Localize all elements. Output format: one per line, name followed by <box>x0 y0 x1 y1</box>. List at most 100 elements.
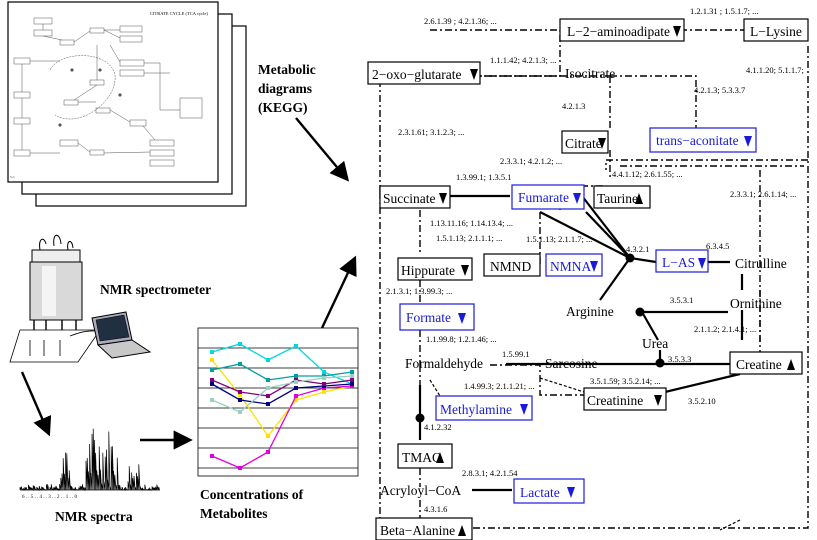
arrow-kegg-to-network <box>295 117 350 182</box>
svg-text:3.5.3.1: 3.5.3.1 <box>670 295 693 305</box>
concentration-marker <box>266 394 270 398</box>
concentration-marker <box>322 376 326 380</box>
svg-text:Beta−Alanine: Beta−Alanine <box>380 523 455 538</box>
svg-text:Taurine: Taurine <box>597 191 638 206</box>
svg-text:1.5.1.13; 2.1.1.1; ...: 1.5.1.13; 2.1.1.1; ... <box>436 233 502 243</box>
concentration-marker <box>238 466 242 470</box>
node-creatinine: Creatinine <box>583 387 667 411</box>
svg-text:3.5.3.3: 3.5.3.3 <box>668 354 691 364</box>
node-succinate: Succinate <box>379 185 451 209</box>
concentration-marker <box>350 370 354 374</box>
enzyme-labels: 2.6.1.39 ; 4.2.1.36; ... 1.2.1.31 ; 1.5.… <box>386 6 804 514</box>
concentration-marker <box>238 390 242 394</box>
svg-text:6 . . 5 . . 4 . . 3 . . 2 . .: 6 . . 5 . . 4 . . 3 . . 2 . . 1 . . 0 <box>22 495 78 500</box>
concentration-marker <box>210 378 214 382</box>
concentration-marker <box>294 374 298 378</box>
svg-text:1.1.99.8; 1.2.1.46; ...: 1.1.99.8; 1.2.1.46; ... <box>426 334 497 344</box>
svg-text:1.4.99.3; 2.1.1.21; ...: 1.4.99.3; 2.1.1.21; ... <box>464 381 535 391</box>
node-oxoglutarate: 2−oxo−glutarate <box>367 61 481 85</box>
concentration-marker <box>210 454 214 458</box>
svg-text:1.5.99.1: 1.5.99.1 <box>502 349 530 359</box>
node-taurine: Taurine <box>593 185 651 209</box>
svg-text:1.2.1.31 ; 1.5.1.7; ...: 1.2.1.31 ; 1.5.1.7; ... <box>690 6 758 16</box>
svg-text:Sci.: Sci. <box>10 175 15 179</box>
nmr-spectrometer-illustration <box>9 234 152 363</box>
node-acryloylcoa: Acryloyl−CoA <box>380 483 461 498</box>
concentration-marker <box>266 358 270 362</box>
arrow-spectrometer-to-spectra <box>20 371 52 437</box>
arrow-concentrations-to-network <box>320 255 357 329</box>
svg-text:L−AS: L−AS <box>662 255 695 270</box>
concentration-trace <box>211 363 353 381</box>
svg-text:4.3.1.6: 4.3.1.6 <box>424 504 447 514</box>
concentration-marker <box>294 344 298 348</box>
concentration-trace <box>211 383 353 405</box>
svg-text:Fumarate: Fumarate <box>518 190 569 205</box>
svg-text:4.4.1.12; 2.6.1.55; ...: 4.4.1.12; 2.6.1.55; ... <box>612 169 683 179</box>
node-tmao: TMAO <box>397 443 453 469</box>
concentration-marker <box>350 382 354 386</box>
flow-arrows <box>20 117 357 450</box>
svg-text:Creatine: Creatine <box>736 357 782 372</box>
concentration-marker <box>210 350 214 354</box>
concentration-marker <box>238 342 242 346</box>
concentration-marker <box>322 382 326 386</box>
svg-text:Methylamine: Methylamine <box>440 402 512 417</box>
node-sarcosine: Sarcosine <box>545 356 597 371</box>
node-isocitrate: Isocitrate <box>565 66 615 81</box>
network-nodes: L−2−aminoadipate L−Lysine 2−oxo−glutarat… <box>367 18 809 540</box>
svg-text:Succinate: Succinate <box>383 191 435 206</box>
svg-text:NMND: NMND <box>490 259 532 274</box>
concentration-chart <box>197 327 359 477</box>
concentration-marker <box>210 398 214 402</box>
concentration-marker <box>294 380 298 384</box>
svg-text:1.13.11.16; 1.14.13.4; ...: 1.13.11.16; 1.14.13.4; ... <box>430 218 513 228</box>
kegg-label-line1: Metabolic <box>258 62 316 77</box>
node-hippurate: Hippurate <box>397 257 473 281</box>
node-citrulline: Citrulline <box>735 256 787 271</box>
concentration-marker <box>350 378 354 382</box>
node-citrate: Citrate <box>561 130 609 154</box>
svg-text:Formate: Formate <box>406 310 451 325</box>
node-llysine: L−Lysine <box>743 18 809 42</box>
node-betaalanine: Beta−Alanine <box>375 517 473 540</box>
svg-text:3.5.2.10: 3.5.2.10 <box>688 396 716 406</box>
node-transaconitate: trans−aconitate <box>649 127 757 153</box>
node-las: L−AS <box>655 249 709 273</box>
node-nmnd: NMND <box>483 253 541 277</box>
svg-text:2.1.3.1; 1.3.99.3; ...: 2.1.3.1; 1.3.99.3; ... <box>386 286 452 296</box>
concentration-marker <box>294 398 298 402</box>
svg-text:Citrate: Citrate <box>565 136 602 151</box>
concentration-marker <box>210 368 214 372</box>
concentration-trace <box>211 375 353 413</box>
node-nmna: NMNA <box>545 253 603 277</box>
concentration-marker <box>294 386 298 390</box>
svg-text:4.1.2.32: 4.1.2.32 <box>424 422 452 432</box>
kegg-page-title: CITRATE CYCLE (TCA cycle) <box>150 11 208 16</box>
concentrations-label-line1: Concentrations of <box>200 487 304 502</box>
svg-text:2.3.3.1; 2.6.1.14; ...: 2.3.3.1; 2.6.1.14; ... <box>730 189 796 199</box>
node-fumarate: Fumarate <box>511 184 585 210</box>
svg-text:TMAO: TMAO <box>402 450 442 465</box>
concentration-marker <box>294 394 298 398</box>
svg-text:4.1.1.20; 5.1.1.7;: 4.1.1.20; 5.1.1.7; <box>746 65 804 75</box>
svg-text:1.3.99.1; 1.3.5.1: 1.3.99.1; 1.3.5.1 <box>456 172 512 182</box>
concentration-marker <box>266 450 270 454</box>
concentration-marker <box>238 398 242 402</box>
svg-text:2.3.3.1; 4.2.1.2; ...: 2.3.3.1; 4.2.1.2; ... <box>500 156 562 166</box>
concentration-marker <box>210 382 214 386</box>
concentration-marker <box>266 402 270 406</box>
node-formate: Formate <box>399 303 475 331</box>
concentration-trace <box>211 379 353 397</box>
svg-text:NMNA: NMNA <box>550 259 592 274</box>
kegg-label-line3: (KEGG) <box>258 100 308 115</box>
svg-text:2−oxo−glutarate: 2−oxo−glutarate <box>372 67 461 82</box>
nmr-spectrometer-label: NMR spectrometer <box>100 282 211 297</box>
node-formaldehyde: Formaldehyde <box>405 356 483 371</box>
concentration-marker <box>210 358 214 362</box>
svg-text:3.5.1.59; 3.5.2.14; ...: 3.5.1.59; 3.5.2.14; ... <box>590 376 661 386</box>
node-lactate: Lactate <box>513 478 585 504</box>
kegg-diagram-stack: CITRATE CYCLE (TCA cycle) Sci. <box>7 1 247 207</box>
svg-text:1.5.1.13; 2.1.1.7; ...: 1.5.1.13; 2.1.1.7; ... <box>526 234 592 244</box>
